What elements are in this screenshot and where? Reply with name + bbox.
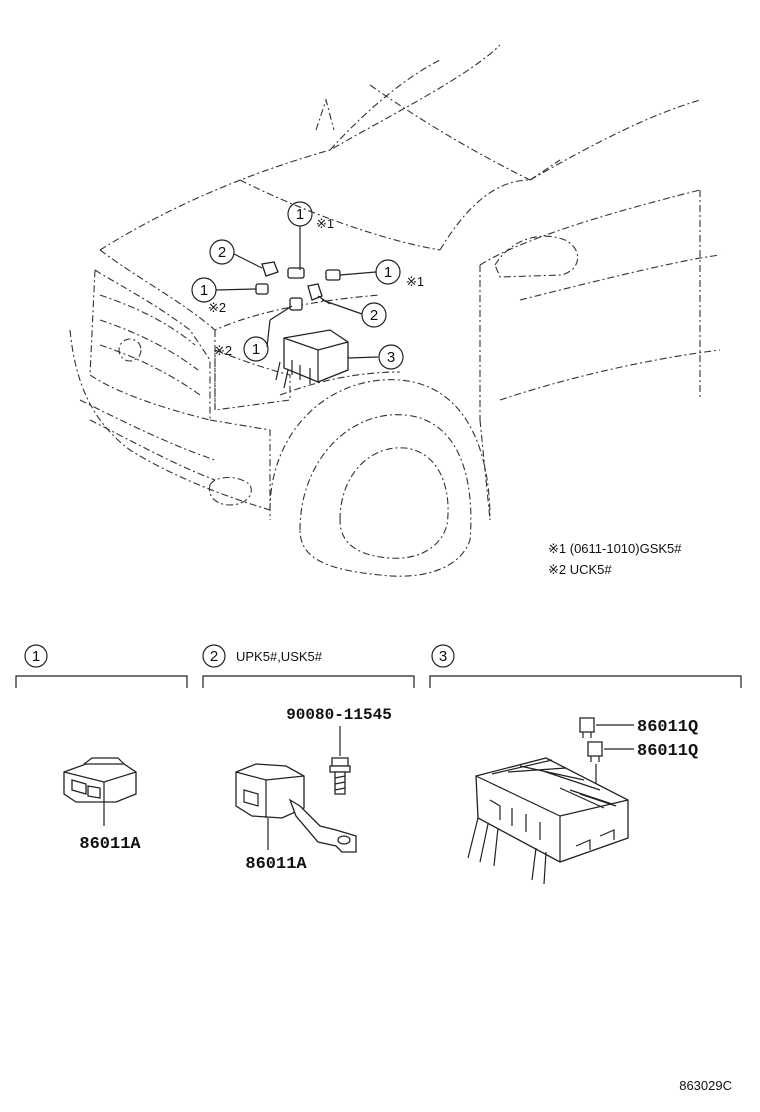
section-2-part-number: 86011A: [245, 855, 307, 874]
section-1-part-number: 86011A: [79, 835, 141, 854]
callout-1-top: [287, 201, 313, 227]
engine-bay-components: [255, 261, 349, 389]
section-2-sensor: [235, 763, 357, 853]
callout-2-left-label: 2: [218, 244, 226, 261]
callout-1-right-label: 1: [384, 264, 392, 281]
callout-2-left: [209, 239, 235, 265]
callout-3-label: 3: [387, 349, 395, 366]
callout-1-right: [375, 259, 401, 285]
diagram-code: 863029C: [679, 1078, 732, 1093]
mark-note2-b: ※2: [214, 343, 232, 358]
section-2-number: 2: [210, 648, 218, 665]
footnote-2: ※2 UCK5#: [548, 562, 612, 577]
callout-1-bottom: [243, 336, 269, 362]
section-2-variant: UPK5#,USK5#: [236, 649, 323, 664]
callout-1-top-label: 1: [296, 206, 304, 223]
section-2-header: 2 UPK5#,USK5#: [202, 644, 415, 688]
callout-2-right: [361, 302, 387, 328]
section-3-fuse-a-number: 86011Q: [637, 718, 698, 737]
section-3-header: 3: [429, 644, 742, 688]
section-1-header: 1: [15, 644, 188, 688]
callout-1-bottom-label: 1: [252, 341, 260, 358]
section-3-number: 3: [439, 648, 447, 665]
callout-1-left-label: 1: [200, 282, 208, 299]
callout-2-right-label: 2: [370, 307, 378, 324]
relay-box-small: [275, 329, 349, 389]
callout-3: [378, 344, 404, 370]
section-3-fuse-b-number: 86011Q: [637, 742, 698, 761]
section-3-relay-box: [467, 757, 629, 885]
mark-note1-a: ※1: [316, 216, 334, 231]
section-3-fuse-b: [587, 741, 634, 790]
mark-note2-a: ※2: [208, 300, 226, 315]
section-2-bolt: [329, 726, 351, 795]
callout-1-left: [191, 277, 217, 303]
mark-note1-b: ※1: [406, 274, 424, 289]
truck-illustration: [69, 44, 721, 577]
section-3-fuse-a: [579, 717, 634, 738]
section-1-number: 1: [32, 648, 40, 665]
truck-callouts: 1 2 1 1 2 1 3 ※1 ※1 ※2 ※2: [191, 201, 424, 370]
section-2-bolt-number: 90080-11545: [286, 706, 392, 724]
section-1-connector: [63, 757, 137, 826]
footnote-1: ※1 (0611-1010)GSK5#: [548, 541, 682, 556]
